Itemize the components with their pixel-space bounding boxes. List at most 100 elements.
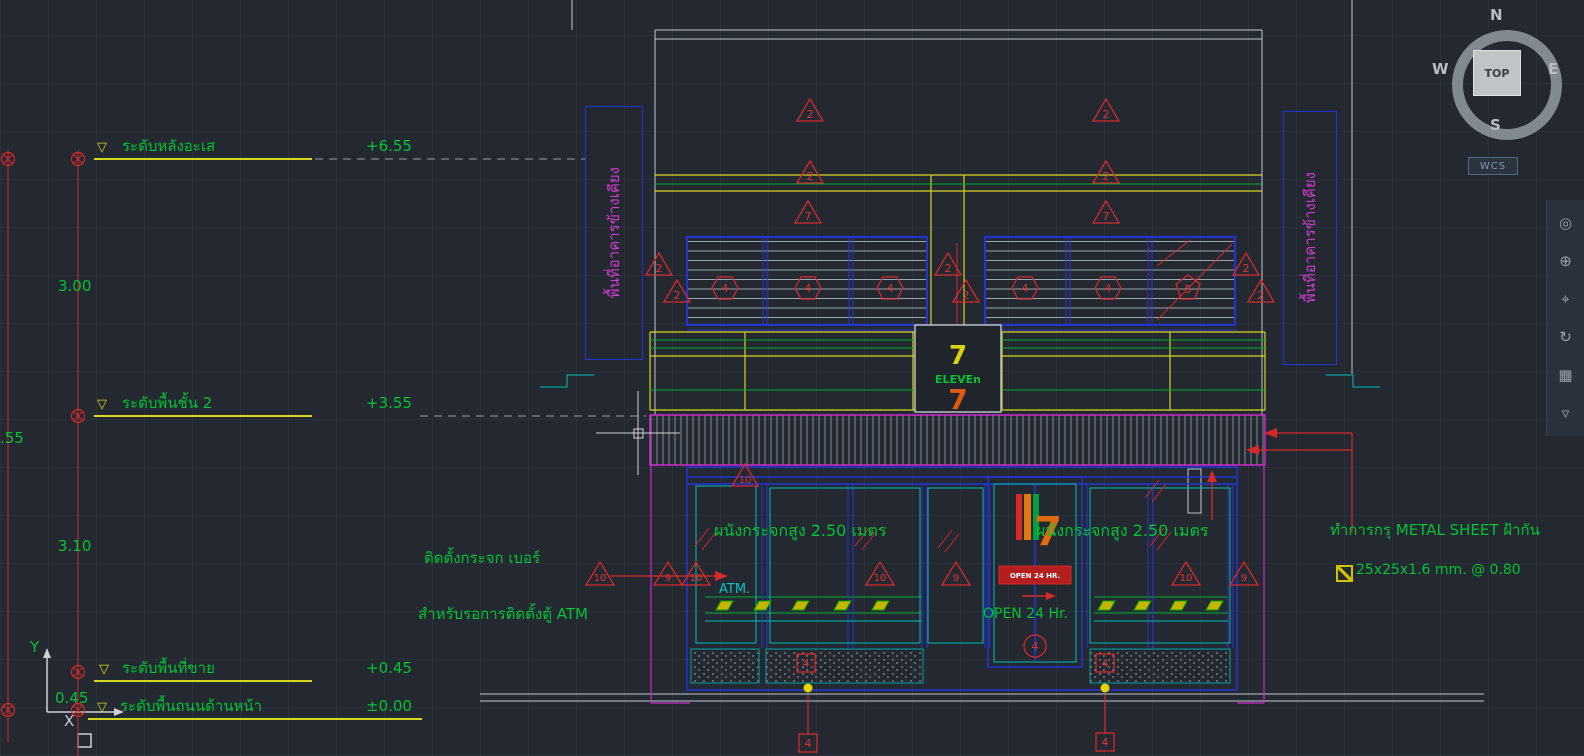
building-outline (480, 0, 1484, 702)
level-value-roof: +6.55 (366, 137, 412, 155)
level-label-roof: ระดับหลังอะเส (122, 137, 216, 155)
orbit-icon[interactable]: ↻ (1559, 328, 1572, 346)
svg-text:4: 4 (1022, 282, 1029, 295)
metal-frame-icon (1336, 565, 1353, 582)
level-construction-lines (315, 158, 646, 417)
glazing-marks (694, 479, 1172, 553)
door-open-sign-text: OPEN 24 HR. (1010, 572, 1060, 580)
svg-text:10: 10 (594, 573, 607, 584)
adjacent-building-label-right: พื้นที่อาคารข้างเคียง (1283, 111, 1337, 365)
svg-text:10: 10 (690, 573, 703, 584)
level-label-road: ระดับพื้นถนนด้านหน้า (120, 697, 263, 715)
note-open24: OPEN 24 Hr. (983, 606, 1068, 622)
svg-text:2: 2 (807, 108, 814, 121)
svg-text:4: 4 (803, 657, 810, 670)
svg-text:10: 10 (874, 573, 887, 584)
svg-text:4: 4 (1105, 282, 1112, 295)
dim-floor1-height: 3.10 (58, 537, 92, 555)
svg-text:4: 4 (1102, 736, 1109, 749)
svg-text:4: 4 (722, 282, 729, 295)
sign-seven-top: 7 (949, 341, 967, 371)
svg-text:4: 4 (805, 282, 812, 295)
svg-text:5: 5 (1185, 283, 1192, 296)
note-glass-left: ผนังกระจกสูง 2.50 เมตร (714, 521, 887, 540)
level-symbol: ▽ (97, 140, 107, 155)
adjacent-building-label-left: พื้นที่อาคารข้างเคียง (585, 106, 643, 360)
svg-text:2: 2 (1103, 108, 1110, 121)
svg-text:2: 2 (945, 262, 952, 275)
svg-text:4: 4 (1102, 657, 1109, 670)
zoom-icon[interactable]: ⊕ (1559, 252, 1572, 270)
sign-eleven: ELEVEn (935, 373, 981, 386)
svg-text:4: 4 (887, 282, 894, 295)
wcs-selector[interactable]: WCS (1468, 157, 1518, 175)
sign-seven-bottom: 7 (948, 383, 967, 416)
storefront-frame (686, 466, 1238, 691)
seven-eleven-signboard: 7 ELEVEn 7 (914, 324, 1002, 416)
grid-dot-left (803, 683, 813, 693)
compass-west[interactable]: W (1432, 60, 1449, 78)
dim-floor2-height: 3.00 (58, 277, 92, 295)
svg-text:7: 7 (1103, 210, 1110, 223)
viewcube-icon[interactable]: ▦ (1558, 366, 1573, 384)
magenta-edges (650, 465, 1265, 704)
svg-text:2: 2 (674, 289, 681, 302)
svg-text:2: 2 (807, 170, 814, 183)
note-metal-line1: ทำการกรุ METAL SHEET ฝ้ากัน (1330, 521, 1540, 539)
svg-text:9: 9 (665, 573, 671, 584)
louver-windows (686, 236, 1237, 331)
level-value-road: ±0.00 (366, 697, 412, 715)
level-symbol: ▽ (97, 700, 107, 715)
level-underline (94, 415, 312, 417)
view-cube-ring[interactable] (1452, 30, 1562, 140)
navigation-wheel-icon[interactable]: ◎ (1558, 214, 1573, 232)
crosshair-cursor (596, 391, 680, 475)
note-metal-line2: 25x25x1.6 mm. @ 0.80 (1356, 562, 1521, 578)
level-label-floor2: ระดับพื้นชั้น 2 (122, 394, 213, 412)
svg-text:10: 10 (1180, 573, 1193, 584)
level-symbol: ▽ (99, 662, 109, 677)
grid-dot-right (1100, 683, 1110, 693)
axis-y-label: Y (30, 638, 40, 656)
view-cube-top-face[interactable]: TOP (1473, 50, 1521, 96)
leader-arrows (610, 428, 1353, 734)
axis-x-label: X (64, 712, 75, 730)
svg-text:2: 2 (656, 262, 663, 275)
door-logo: 7 OPEN 24 HR. (998, 494, 1072, 600)
svg-text:4: 4 (1032, 640, 1039, 653)
more-arrow-icon[interactable]: ▿ (1561, 404, 1570, 422)
svg-text:9: 9 (953, 573, 959, 584)
compass-north[interactable]: N (1490, 6, 1503, 24)
note-atm: ATM. (719, 582, 751, 597)
door-seven: 7 (1034, 509, 1062, 555)
svg-text:10: 10 (739, 475, 752, 486)
svg-text:7: 7 (805, 210, 812, 223)
svg-text:9: 9 (1241, 573, 1247, 584)
level-value-sales: +0.45 (366, 659, 412, 677)
note-install-line1: ติดตั้งกระจก เบอร์ (424, 549, 541, 567)
door-open-sign (998, 565, 1072, 585)
svg-text:2: 2 (1103, 170, 1110, 183)
glass-panels (540, 374, 1380, 663)
svg-text:4: 4 (805, 737, 812, 750)
level-symbol: ▽ (97, 397, 107, 412)
navigation-bar[interactable]: ◎ ⊕ ⌖ ↻ ▦ ▿ (1546, 200, 1584, 436)
metal-sheet-canopy (649, 414, 1266, 466)
level-label-sales: ระดับพื้นที่ขาย (122, 659, 215, 677)
center-icon[interactable]: ⌖ (1561, 290, 1570, 308)
dim-plinth: 0.45 (55, 689, 89, 707)
dim-left-partial: .55 (0, 429, 24, 447)
svg-text:2: 2 (1243, 262, 1250, 275)
note-glass-right: ผนังกระจกสูง 2.50 เมตร (1036, 521, 1209, 540)
ucs-icon (43, 648, 124, 748)
compass-east[interactable]: E (1548, 60, 1559, 78)
dimension-lines (0, 150, 86, 756)
shelf-symbols (715, 600, 1224, 611)
view-cube[interactable]: N W E S TOP (1430, 4, 1562, 144)
level-underline (94, 680, 312, 682)
level-underline (94, 158, 312, 160)
note-install-line2: สำหรับรอการติดตั้งตู้ ATM (418, 605, 588, 623)
compass-south[interactable]: S (1490, 116, 1501, 134)
